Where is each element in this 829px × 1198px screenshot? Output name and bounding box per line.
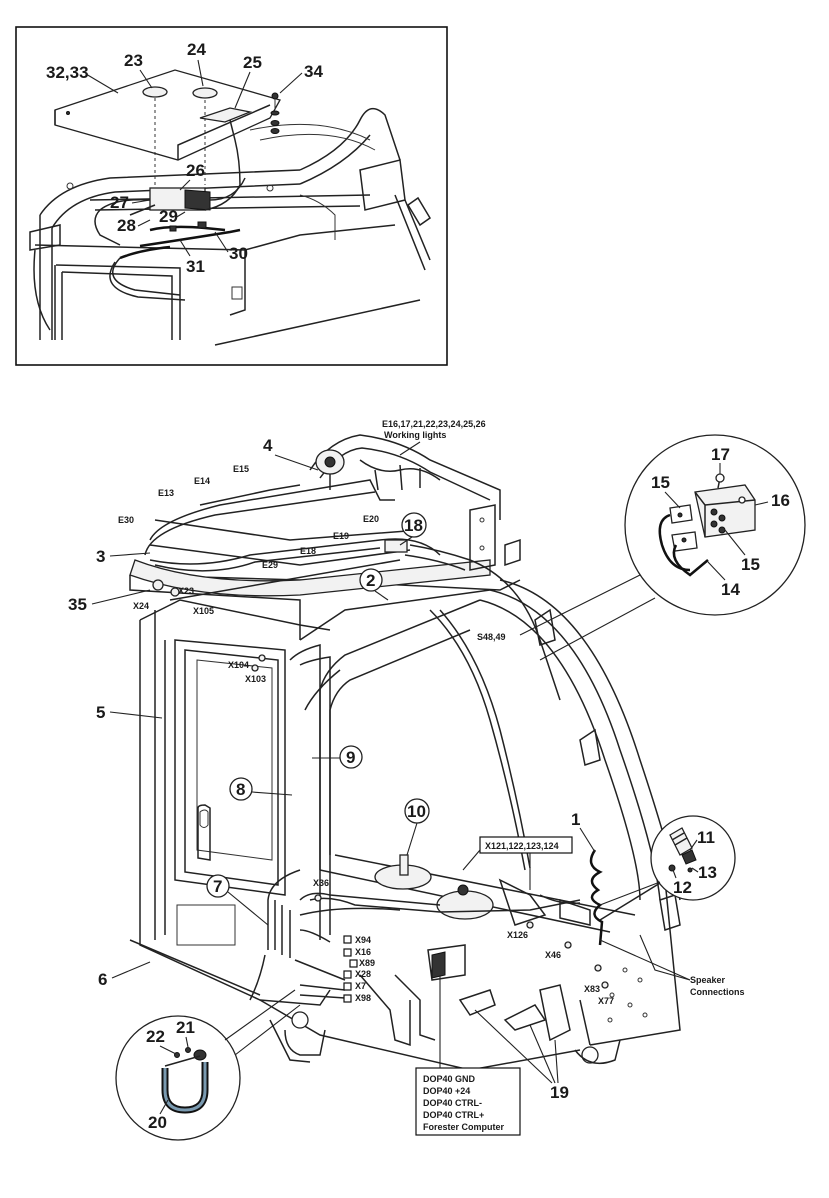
- callout-24: 24: [187, 40, 206, 59]
- cab-drawing: [129, 434, 681, 1071]
- label-x36: X36: [313, 878, 329, 888]
- label-x46: X46: [545, 950, 561, 960]
- x121-box: [479, 836, 573, 854]
- detail-switch-panel: 17 15 16 15 14: [519, 434, 806, 661]
- label-e30: E30: [118, 515, 134, 525]
- label-e18: E18: [300, 546, 316, 556]
- label-s48-49: S48,49: [477, 632, 506, 642]
- label-e14: E14: [194, 476, 210, 486]
- connector-squares: [343, 935, 358, 1003]
- callout-4: 4: [263, 436, 273, 455]
- callout-15-top: 15: [651, 473, 670, 492]
- callout-30: 30: [229, 244, 248, 263]
- label-x126: X126: [507, 930, 528, 940]
- roof-panel-drawing: [54, 69, 281, 190]
- callout-35: 35: [68, 595, 87, 614]
- callout-13: 13: [698, 863, 717, 882]
- callout-5: 5: [96, 703, 105, 722]
- callout-8: 8: [236, 780, 245, 799]
- label-e29: E29: [262, 560, 278, 570]
- label-x23: X23: [178, 586, 194, 596]
- dop40-box: [415, 1067, 521, 1136]
- label-e20: E20: [363, 514, 379, 524]
- main-labels: E16,17,21,22,23,24,25,26 Working lights …: [118, 419, 745, 1136]
- label-x104: X104: [228, 660, 249, 670]
- x121-label: X121,122,123,124: [485, 841, 559, 851]
- label-x77: X77: [598, 996, 614, 1006]
- speaker-label-1: Speaker: [690, 975, 726, 985]
- working-lights-codes: E16,17,21,22,23,24,25,26: [382, 419, 486, 429]
- callout-7: 7: [213, 877, 222, 896]
- callout-18: 18: [404, 516, 423, 535]
- label-x103: X103: [245, 674, 266, 684]
- main-callouts: 1 2 3 4 5 6 7 8 9 10 18 19 35: [68, 436, 596, 1102]
- callout-15-bottom: 15: [741, 555, 760, 574]
- dop40-line-1: DOP40 GND: [423, 1074, 476, 1084]
- callout-17: 17: [711, 445, 730, 464]
- callout-3: 3: [96, 547, 105, 566]
- inset-harness-drawing: [94, 119, 246, 301]
- callout-14: 14: [721, 580, 740, 599]
- callout-11: 11: [697, 828, 715, 847]
- callout-19: 19: [550, 1083, 569, 1102]
- label-x24: X24: [133, 601, 149, 611]
- working-lights-caption: Working lights: [384, 430, 446, 440]
- label-x28: X28: [355, 969, 371, 979]
- label-x16: X16: [355, 947, 371, 957]
- label-e19: E19: [333, 531, 349, 541]
- callout-16: 16: [771, 491, 790, 510]
- callout-25: 25: [243, 53, 262, 72]
- callout-29: 29: [159, 207, 178, 226]
- callout-9: 9: [346, 748, 355, 767]
- callout-21: 21: [176, 1018, 195, 1037]
- callout-10: 10: [407, 802, 426, 821]
- dop40-line-2: DOP40 +24: [423, 1086, 470, 1096]
- label-x105: X105: [193, 606, 214, 616]
- callout-27: 27: [110, 193, 129, 212]
- dop40-line-3: DOP40 CTRL-: [423, 1098, 482, 1108]
- callout-20: 20: [148, 1113, 167, 1132]
- callout-26: 26: [186, 161, 205, 180]
- callout-32-33: 32,33: [46, 63, 89, 82]
- callout-31: 31: [186, 257, 205, 276]
- roof-rails-drawing: [29, 107, 432, 346]
- dop40-line-5: Forester Computer: [423, 1122, 505, 1132]
- label-x7: X7: [355, 981, 366, 991]
- callout-22: 22: [146, 1027, 165, 1046]
- callout-1: 1: [571, 810, 580, 829]
- callout-6: 6: [98, 970, 107, 989]
- label-x94: X94: [355, 935, 371, 945]
- callout-2: 2: [366, 571, 375, 590]
- speaker-label-2: Connections: [690, 987, 745, 997]
- detail-ground-cable: 22 21 20: [115, 989, 301, 1141]
- label-x98: X98: [355, 993, 371, 1003]
- label-e15: E15: [233, 464, 249, 474]
- callout-28: 28: [117, 216, 136, 235]
- callout-12: 12: [673, 878, 692, 897]
- label-x89: X89: [359, 958, 375, 968]
- callout-34: 34: [304, 62, 323, 81]
- label-e13: E13: [158, 488, 174, 498]
- callout-23: 23: [124, 51, 143, 70]
- dop40-line-4: DOP40 CTRL+: [423, 1110, 484, 1120]
- label-x83: X83: [584, 984, 600, 994]
- top-inset: 32,33 23 24 25 34 26 27 28 29 30 31: [15, 26, 448, 366]
- detail-connector: 11 13 12: [599, 815, 736, 906]
